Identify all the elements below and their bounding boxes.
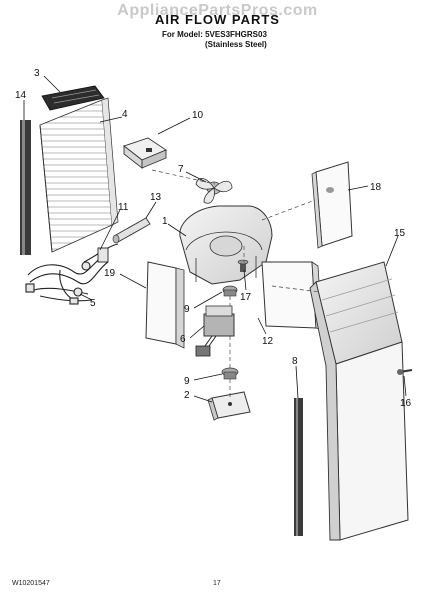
part-14-seal-strip (20, 120, 31, 255)
document-code: W10201547 (12, 580, 50, 587)
part-3-grille (41, 85, 105, 111)
part-19-left-baffle (145, 261, 185, 349)
callout-17: 17 (240, 292, 252, 303)
callout-15: 15 (394, 228, 406, 239)
part-17-screw (237, 259, 249, 272)
callout-3: 3 (34, 68, 40, 79)
part-9-grommet-upper (222, 285, 238, 297)
model-line: For Model: 5VES3FHGRS03 (162, 30, 267, 39)
part-13-sensor (112, 217, 151, 244)
callout-8: 8 (292, 356, 298, 367)
part-18-rear-panel (311, 161, 353, 249)
part-15-duct-cover (309, 261, 409, 541)
callout-5: 5 (90, 298, 96, 309)
part-9-grommet-lower (221, 367, 239, 380)
part-4-louver-panel (39, 97, 119, 253)
callout-labels: 3 14 4 10 7 18 13 11 1 15 19 17 5 9 6 12… (15, 68, 412, 409)
page-number: 17 (213, 580, 221, 587)
callout-18: 18 (370, 182, 382, 193)
callout-2: 2 (184, 390, 190, 401)
callout-12: 12 (262, 336, 274, 347)
part-16-screw (397, 369, 413, 375)
callout-7: 7 (178, 164, 184, 175)
callout-9-lower: 9 (184, 376, 190, 387)
callout-4: 4 (122, 109, 128, 120)
watermark: AppliancePartsPros.com (117, 2, 318, 19)
part-6-motor (195, 305, 235, 357)
finish-line: (Stainless Steel) (205, 40, 267, 49)
callout-13: 13 (150, 192, 162, 203)
callout-10: 10 (192, 110, 204, 121)
callout-6: 6 (180, 334, 186, 345)
alignment-lines (151, 169, 321, 398)
callout-16: 16 (400, 398, 412, 409)
part-1-fan-housing (179, 205, 273, 285)
part-11-wire-harness (25, 243, 119, 305)
part-10-bracket (123, 137, 167, 169)
callout-9-upper: 9 (184, 304, 190, 315)
callout-19: 19 (104, 268, 116, 279)
page-title: AIR FLOW PARTS (155, 12, 280, 27)
callout-1: 1 (162, 216, 168, 227)
callout-11: 11 (118, 202, 129, 213)
leader-lines (23, 75, 407, 403)
callout-14: 14 (15, 90, 27, 101)
part-7-fan-blade (195, 178, 233, 204)
part-2-motor-bracket (207, 391, 251, 421)
part-8-seal-strip (294, 398, 303, 536)
